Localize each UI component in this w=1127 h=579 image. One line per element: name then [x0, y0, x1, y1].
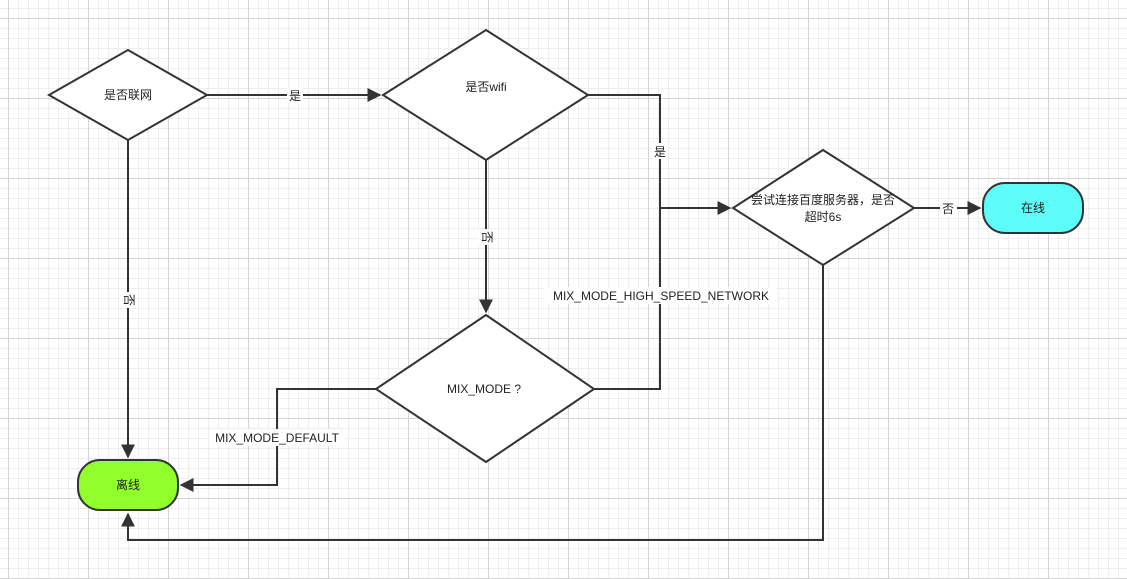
edge-label-connected-no: 否	[120, 292, 136, 308]
decision-connected: 是否联网	[46, 48, 210, 142]
edge-label-mix-default: MIX_MODE_DEFAULT	[209, 429, 345, 446]
svg-text:是: 是	[654, 145, 666, 159]
decision-wifi: 是否wifi	[381, 28, 590, 162]
decision-baidu-label-line1: 尝试连接百度服务器，是否	[751, 192, 895, 207]
decision-mix-mode: MIX_MODE ?	[374, 313, 596, 464]
terminal-online: 在线	[982, 182, 1084, 234]
decision-connected-label: 是否联网	[104, 88, 152, 102]
edge-label-baidu-no: 否	[940, 200, 957, 216]
edge-mix-high-speed	[594, 208, 661, 390]
svg-text:否: 否	[122, 294, 136, 306]
decision-baidu-timeout: 尝试连接百度服务器，是否 超时6s	[731, 148, 916, 267]
terminal-offline-label: 离线	[116, 477, 140, 492]
svg-text:MIX_MODE_HIGH_SPEED_NETWORK: MIX_MODE_HIGH_SPEED_NETWORK	[553, 289, 769, 303]
edge-baidu-timeout	[121, 265, 824, 541]
terminal-offline: 离线	[77, 459, 179, 511]
svg-text:MIX_MODE_DEFAULT: MIX_MODE_DEFAULT	[215, 431, 339, 445]
edge-label-connected-yes: 是	[287, 87, 303, 103]
svg-text:否: 否	[480, 231, 494, 243]
decision-mix-mode-label: MIX_MODE ?	[447, 382, 521, 396]
edge-label-wifi-yes: 是	[652, 143, 668, 159]
svg-text:是: 是	[289, 89, 301, 103]
decision-wifi-label: 是否wifi	[465, 80, 506, 94]
edge-label-wifi-no: 否	[478, 229, 494, 245]
svg-text:否: 否	[942, 202, 954, 216]
edge-label-mix-high-speed: MIX_MODE_HIGH_SPEED_NETWORK	[545, 287, 777, 304]
terminal-online-label: 在线	[1021, 201, 1045, 215]
decision-baidu-label-line2: 超时6s	[805, 209, 842, 224]
